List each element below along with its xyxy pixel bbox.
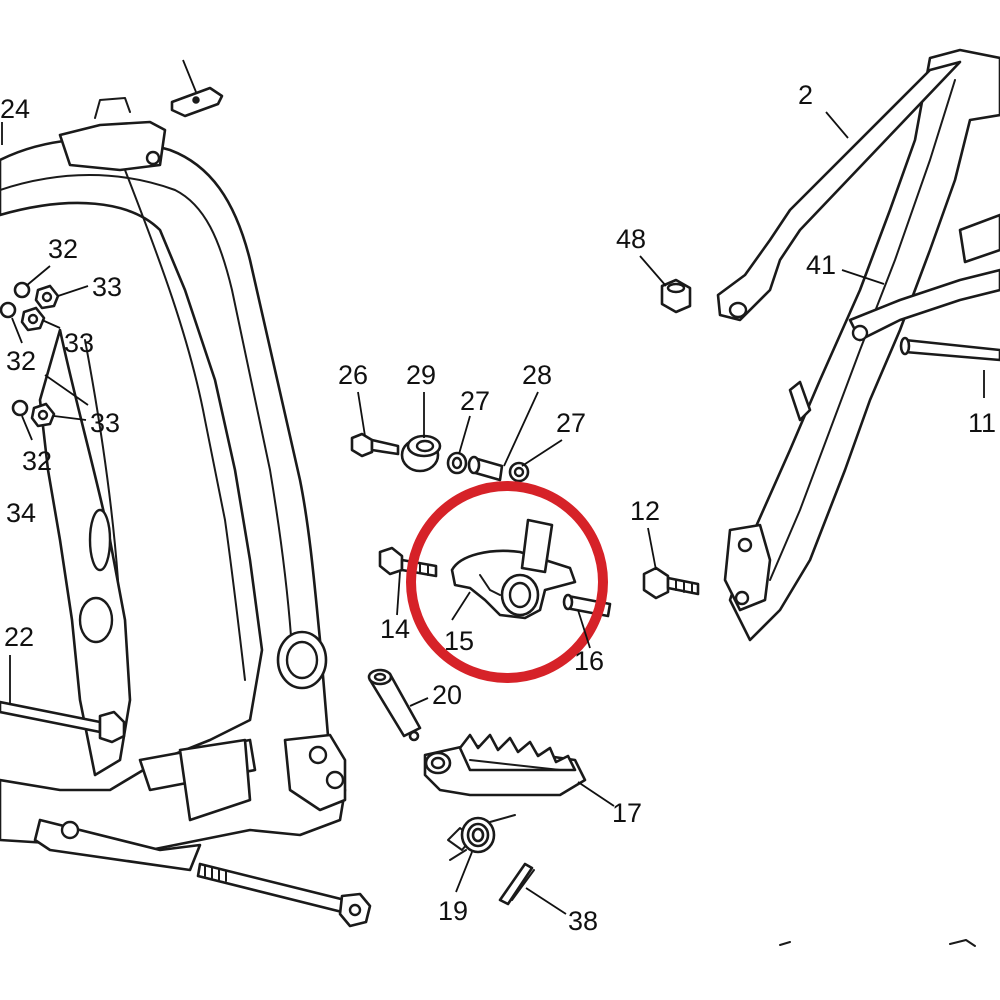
callout-14: 14 [380,614,410,644]
bolt-part-26 [350,432,400,458]
sub-frame [716,48,1000,642]
footpeg-mount-part-15 [450,518,577,620]
cotter-pin-part-38 [498,862,535,906]
cropped-fragment [779,939,976,947]
sleeve-part-28 [467,455,504,482]
callout-29: 29 [406,360,436,390]
callout-19: 19 [438,896,468,926]
callout-27-a: 27 [460,386,490,416]
leader-lines [1,111,985,915]
callout-26: 26 [338,360,368,390]
callout-27-b: 27 [556,408,586,438]
callout-22: 22 [4,622,34,652]
callout-33-a: 33 [92,272,122,302]
pin-part-20 [367,668,422,742]
callout-2: 2 [798,80,813,110]
callout-17: 17 [612,798,642,828]
callout-20: 20 [432,680,462,710]
callout-34: 34 [6,498,36,528]
footpeg-part-17 [423,733,587,797]
washer-part-27b [508,461,530,483]
clip-nut-part [170,59,224,118]
washer-part-27a [446,451,468,475]
main-frame [0,97,347,872]
callout-28: 28 [522,360,552,390]
bushing-part-29 [400,434,442,473]
long-bolt-bottom [196,862,372,928]
callout-33-b: 33 [64,328,94,358]
callout-41: 41 [806,250,836,280]
callout-16: 16 [574,646,604,676]
spring-part-19 [447,814,516,861]
nut-part-48 [660,278,692,314]
highlight-circle [406,481,608,683]
callout-15: 15 [444,626,474,656]
fastener-cluster [0,281,60,428]
callout-32-c: 32 [22,446,52,476]
bolt-part-11 [899,336,1000,362]
callout-33-c: 33 [90,408,120,438]
long-bolt-part-22 [0,700,126,744]
callout-12: 12 [630,496,660,526]
callout-32-a: 32 [48,234,78,264]
callout-11: 11 [968,408,996,438]
callout-labels: 24 32 33 33 32 33 32 34 22 2 48 41 11 26… [0,80,996,936]
callout-24: 24 [0,94,30,124]
callout-48: 48 [616,224,646,254]
bolt-part-12 [642,566,700,600]
callout-38: 38 [568,906,598,936]
callout-32-b: 32 [6,346,36,376]
